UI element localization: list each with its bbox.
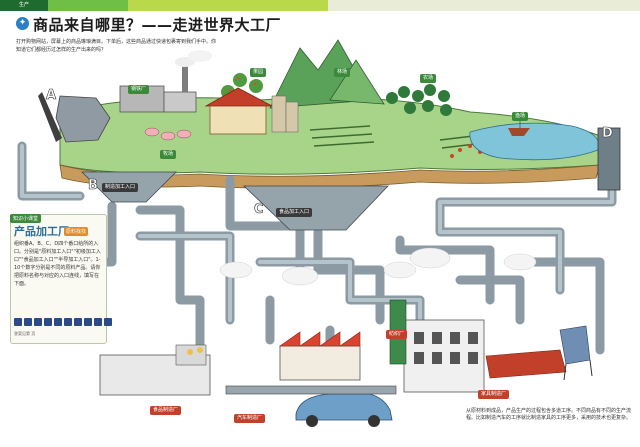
answer-box[interactable] bbox=[74, 318, 82, 326]
panel-body: 组织番A、B、C、D四个番口给所的入口。分别是"原料加工入口""初级加工入口""… bbox=[14, 241, 101, 287]
tab-3[interactable] bbox=[88, 0, 128, 11]
label-hopper-c: 食品加工入口 bbox=[276, 208, 313, 217]
intro-text: 打开购物网站，屏幕上的商品琳琅满目。下单后，这些商品通过快递包裹寄到我们手中。你… bbox=[16, 39, 217, 53]
tab-8[interactable] bbox=[288, 0, 328, 11]
answer-box[interactable] bbox=[34, 318, 42, 326]
answer-box[interactable] bbox=[54, 318, 62, 326]
answer-box[interactable] bbox=[14, 318, 22, 326]
label-ranch: 牧场 bbox=[160, 150, 177, 159]
answer-box[interactable] bbox=[94, 318, 102, 326]
marker-c: C bbox=[254, 202, 264, 218]
panel-title: 产品加工厂 bbox=[14, 225, 69, 238]
tab-strip: 生产 bbox=[0, 0, 640, 11]
tab-4[interactable] bbox=[128, 0, 168, 11]
panel-tab: 知识小课堂 bbox=[10, 214, 42, 223]
tab-6[interactable] bbox=[208, 0, 248, 11]
marker-b: B bbox=[88, 178, 99, 194]
tab-5[interactable] bbox=[168, 0, 208, 11]
label-auto-factory: 汽车制造厂 bbox=[234, 414, 266, 423]
label-food-factory: 食品制造厂 bbox=[150, 406, 182, 415]
label-steel-factory: 钢铁厂 bbox=[128, 85, 150, 94]
globe-icon: ✦ bbox=[16, 17, 29, 30]
answer-box[interactable] bbox=[104, 318, 112, 326]
label-textile: 纺织厂 bbox=[386, 330, 408, 339]
answer-caption: 答案见第 页 bbox=[14, 331, 36, 336]
tab-production[interactable]: 生产 bbox=[0, 0, 48, 11]
answer-box[interactable] bbox=[44, 318, 52, 326]
bottom-caption: 从原材料到成品，产品生产的过程包含多道工序。不同商品有不同的生产流程。比如制造汽… bbox=[466, 408, 632, 421]
answer-box[interactable] bbox=[64, 318, 72, 326]
tab-2[interactable] bbox=[48, 0, 88, 11]
label-fishery: 渔场 bbox=[512, 112, 529, 121]
answer-box[interactable] bbox=[84, 318, 92, 326]
label-hopper-b: 制造加工入口 bbox=[102, 183, 139, 192]
label-furniture-factory: 家具制造厂 bbox=[478, 390, 510, 399]
label-orchard: 果园 bbox=[250, 68, 267, 77]
panel-subtitle: 原料找找 bbox=[64, 227, 89, 236]
page-title: 商品来自哪里？——走进世界大工厂 bbox=[33, 16, 282, 34]
tab-7[interactable] bbox=[248, 0, 288, 11]
marker-a: A bbox=[46, 88, 57, 104]
label-forest: 林场 bbox=[334, 68, 351, 77]
marker-d: D bbox=[602, 126, 613, 142]
answer-boxes bbox=[14, 318, 112, 326]
label-vineyard: 农场 bbox=[420, 74, 437, 83]
answer-box[interactable] bbox=[24, 318, 32, 326]
